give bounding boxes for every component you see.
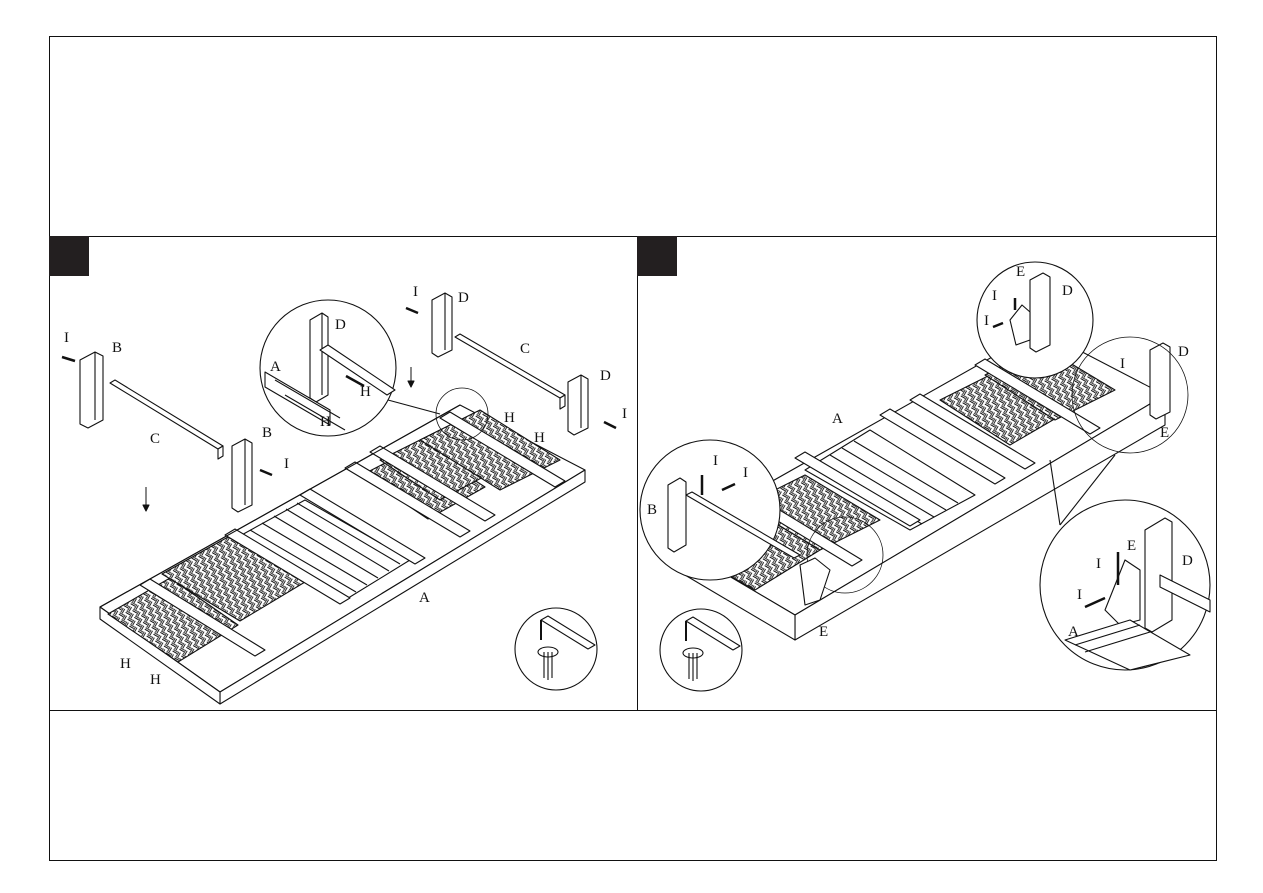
step-1-diagram: I B C B I D A H H I D C D I H H A H H [61,284,627,705]
top-divider [49,236,1217,237]
label-e: E [1127,538,1136,554]
label-i: I [284,456,289,472]
label-i: I [1120,356,1125,372]
label-i: I [992,288,997,304]
step-2-diagram: E I D I A D I E I I B E I E D I A [639,261,1211,692]
label-a: A [419,590,430,606]
label-b: B [262,425,272,441]
label-i: I [622,406,627,422]
leg-d-right [567,374,589,436]
label-i: I [743,465,748,481]
label-c: C [520,341,530,357]
label-a: A [1068,624,1079,640]
label-h: H [534,430,545,446]
label-e: E [1016,264,1025,280]
label-i: I [984,313,989,329]
label-h: H [360,384,371,400]
detail-zoom-left [639,439,781,581]
label-d: D [458,290,469,306]
label-b: B [112,340,122,356]
label-d: D [600,368,611,384]
label-a: A [832,411,843,427]
label-i: I [413,284,418,300]
step-2-panel: E I D I A D I E I I B E I E D I A [638,236,1217,711]
bench-assembled [667,272,1171,641]
step-1-panel: I B C B I D A H H I D C D I H H A H H [50,236,637,711]
label-d: D [1062,283,1073,299]
leg-d-top [431,292,453,358]
leg-b-right [231,438,253,513]
label-h: H [320,414,331,430]
center-divider [637,236,638,711]
label-h: H [120,656,131,672]
bench-frame-step1 [99,404,586,705]
rail-c-right [454,333,566,399]
label-e: E [819,624,828,640]
bottom-divider [49,710,1217,711]
label-b: B [647,502,657,518]
label-h: H [150,672,161,688]
label-c: C [150,431,160,447]
label-i: I [64,330,69,346]
step-badge-2 [637,236,677,276]
label-e: E [1160,425,1169,441]
label-d: D [1182,553,1193,569]
leg-b-left [79,351,104,429]
rail-c-left [109,379,224,450]
label-d: D [335,317,346,333]
label-a: A [270,359,281,375]
step-badge-1 [49,236,89,276]
label-h: H [504,410,515,426]
label-i: I [1077,587,1082,603]
label-i: I [1096,556,1101,572]
label-d: D [1178,344,1189,360]
page-frame [49,36,1217,861]
label-i: I [713,453,718,469]
